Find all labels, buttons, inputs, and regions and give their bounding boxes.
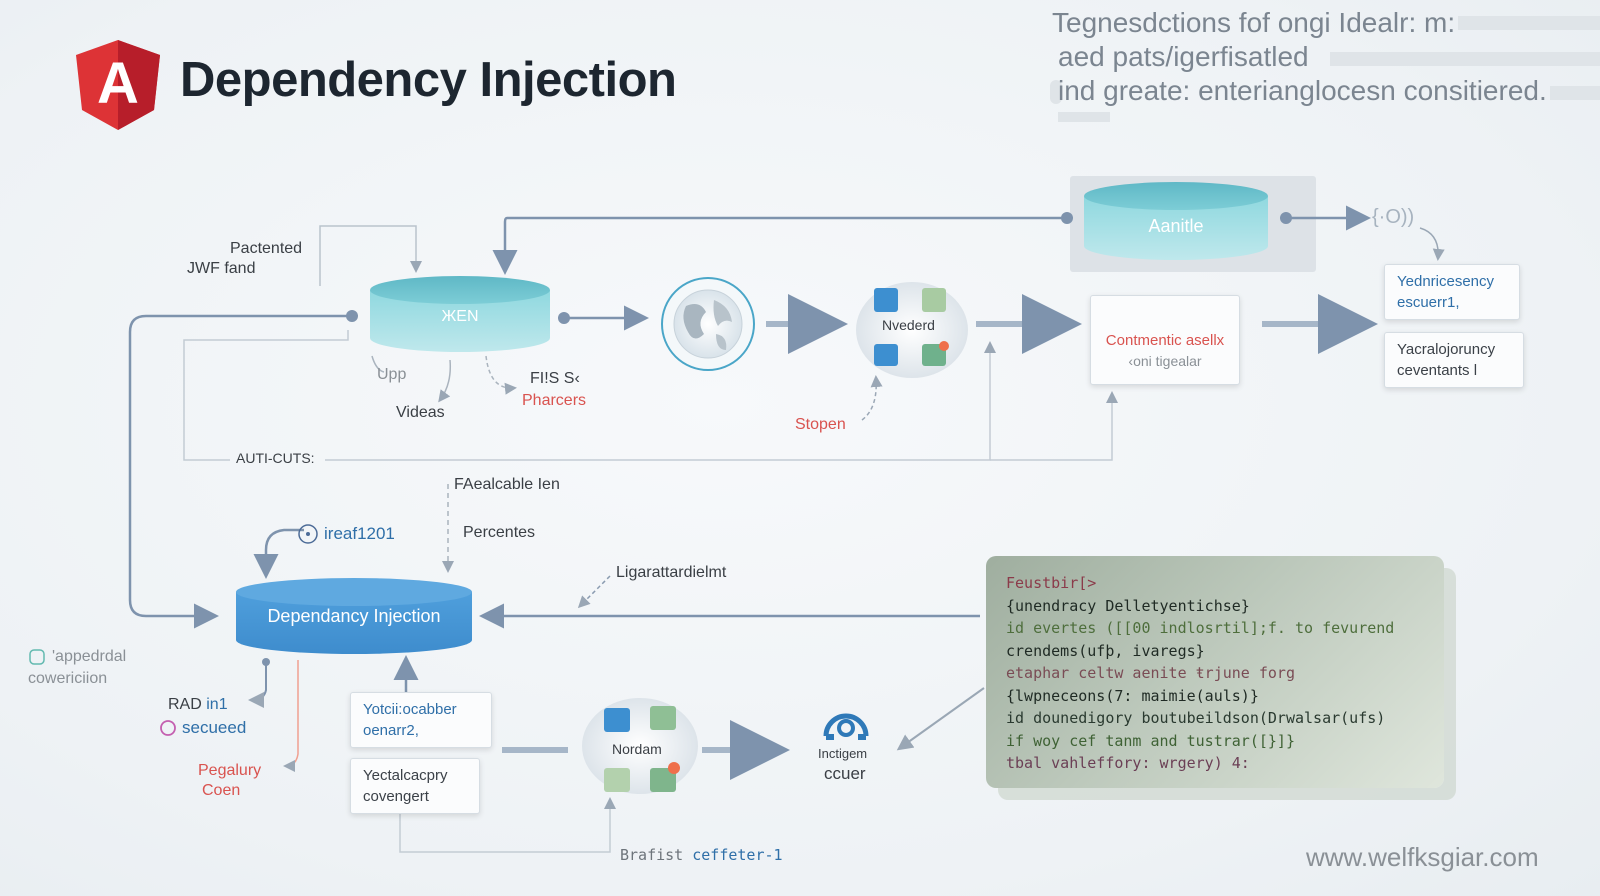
top-cylinder-shape	[370, 276, 550, 352]
yectal-line-1: Yectalcacpry	[363, 767, 448, 784]
content-card-title: Contmentic asellx	[1105, 332, 1225, 349]
yednc-line-2: escuerr1,	[1397, 294, 1460, 311]
pegalury-label: Pegalury	[198, 762, 262, 779]
ligarattardielmt-label: Ligarattardielmt	[616, 564, 727, 581]
aanitle-cylinder-shape	[1084, 182, 1268, 260]
stopen-label: Stopen	[795, 416, 846, 433]
code-line-5: {lwpneceons(7: maimie(auls)}	[1006, 686, 1259, 705]
code-line-7: if woy cef tanm and tustrar([}]}	[1006, 731, 1295, 750]
code-line-2: id evertes ([[00 indlosrtil];f. to fevur…	[1006, 619, 1395, 637]
io-label: {·O))	[1372, 206, 1415, 228]
ireaf-label: ireaf1201	[324, 524, 395, 543]
append-icon	[29, 649, 45, 665]
code-line-6: id dounedigory boutubeildson(Drwalsar(uf…	[1006, 709, 1386, 727]
page-title: Dependency Injection	[180, 53, 677, 107]
brafist-label: Brafist ceffeter-1	[620, 846, 783, 864]
nvederd-cluster-icon	[856, 282, 968, 378]
globe-icon	[661, 277, 755, 371]
angular-logo-icon	[76, 40, 160, 130]
code-line-8: tbal vahleffory: wrgery) 4:	[1006, 754, 1250, 772]
brafist-text: Brafist	[620, 846, 684, 864]
upp-label: Upp	[377, 366, 407, 383]
jwf-label: JWF fand	[187, 260, 256, 277]
videas-label: Videas	[396, 404, 445, 421]
yectal-line-2: covengert	[363, 788, 429, 805]
code-line-3: crendems(ufþ, ivaregs}	[1006, 641, 1205, 660]
content-card-sub: ‹oni tigealar	[1128, 353, 1202, 369]
fis-label: FI!S S‹	[530, 370, 580, 387]
pharcers-label: Pharcers	[522, 392, 587, 409]
inctigem-label: Inctigem	[818, 746, 868, 761]
content-card: Contmentic asellx ‹oni tigealar	[1090, 295, 1240, 385]
secure-icon	[160, 720, 176, 736]
yectal-card: Yectalcacpry covengert	[350, 758, 480, 814]
subtitle-line-3: ind greate: enterianglocesn consitiered.	[1058, 75, 1547, 106]
code-header: Feustbir[>	[1006, 574, 1097, 592]
code-line-1: {unendracy Delletyentichse}	[1006, 596, 1250, 615]
code-panel: Feustbir[> {unendracy Delletyentichse} i…	[986, 556, 1444, 788]
pactented-label: Pactented	[230, 240, 303, 257]
subtitle-line-1: Tegnesdctions fof ongi Idealr: m:	[1052, 7, 1456, 38]
nordam-cluster-icon	[582, 698, 698, 794]
yotcii-card: Yotcii:ocabber oenarr2,	[350, 692, 492, 748]
gateway-icon	[823, 713, 869, 740]
footer-url: www.welfksgiar.com	[1306, 842, 1539, 872]
refresh-icon	[298, 524, 318, 544]
aanitle-label: Aanitle	[1148, 216, 1204, 236]
percentes-label: Percentes	[463, 524, 536, 541]
subtitle-line-2: aed pats/igerfisatled	[1058, 41, 1309, 72]
auti-cuts-label: AUTI-CUTS:	[236, 450, 315, 466]
nordam-label: Nordam	[612, 741, 662, 757]
cowericiion-label: cowericiion	[28, 670, 108, 687]
yacralo-line-1: Yacralojoruncy	[1397, 341, 1496, 358]
yotcii-line-1: Yotcii:ocabber	[363, 701, 457, 718]
main-cylinder-label: Dependancy Injection	[267, 606, 441, 626]
logo-letter: A	[97, 51, 139, 116]
rad-text: RAD	[168, 696, 202, 713]
nvederd-label: Nvederd	[882, 317, 935, 333]
yednc-line-1: Yednricesency	[1397, 273, 1495, 290]
rad-label: RAD in1	[168, 696, 228, 714]
yotcii-line-2: oenarr2,	[363, 722, 419, 739]
cefferer-text: ceffeter-1	[692, 846, 783, 864]
code-line-4: etaphar celtw aenite ŧrjune forg	[1006, 664, 1295, 682]
in1-text: in1	[206, 696, 228, 713]
yednc-card: Yednricesency escuerr1,	[1384, 264, 1520, 320]
yacralo-card: Yacralojoruncy ceventants l	[1384, 332, 1524, 388]
top-cylinder-label: ЖEN	[441, 308, 479, 325]
coen-label: Coen	[202, 782, 241, 799]
main-cylinder-shape	[236, 578, 472, 654]
ccuer-label: ccuer	[824, 764, 866, 783]
appedrdal-label: 'appedrdal	[52, 648, 127, 665]
faealcable-label: FAealcable Ien	[454, 476, 560, 493]
secueed-label: secueed	[182, 718, 247, 737]
yacralo-line-2: ceventants l	[1397, 362, 1478, 379]
